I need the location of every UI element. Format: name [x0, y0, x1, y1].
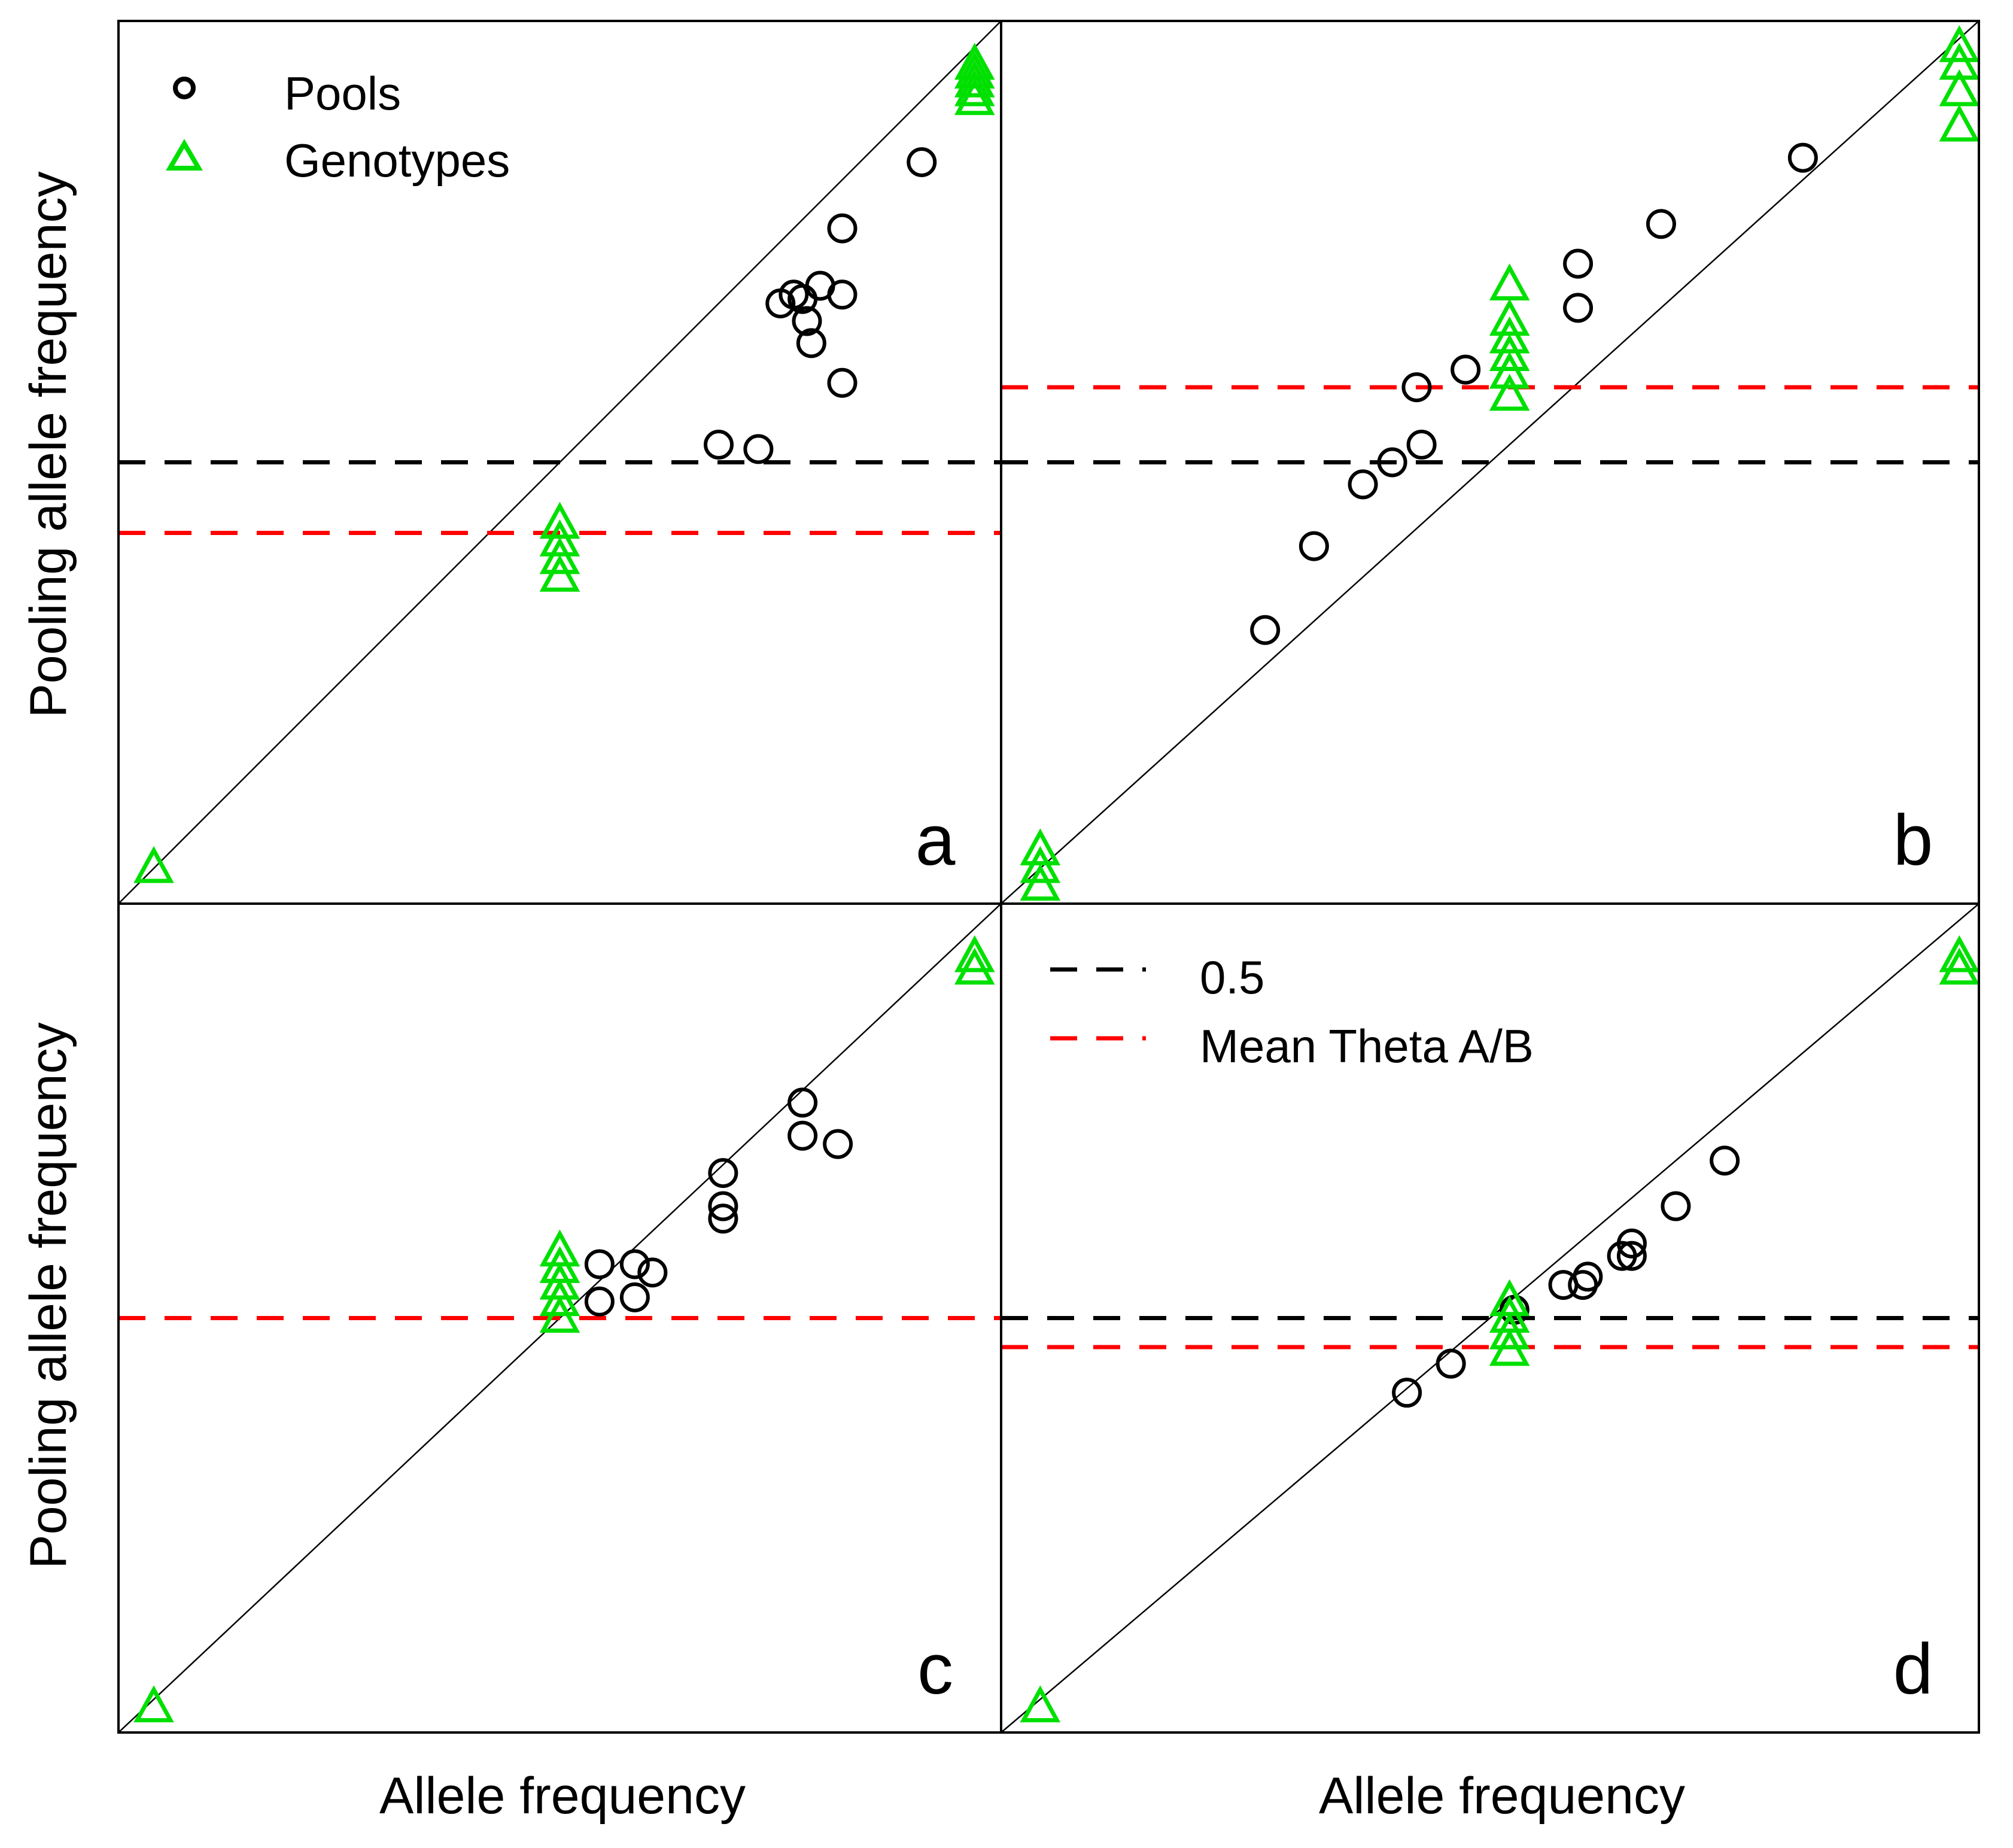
genotype-point [539, 501, 580, 539]
x-axis-label-right: Allele frequency [1319, 1767, 1685, 1825]
pool-point [619, 1282, 650, 1312]
pool-point [619, 1249, 650, 1279]
genotype-point [954, 947, 995, 985]
legend-genotypes-marker [166, 139, 203, 171]
genotype-point [1020, 828, 1061, 865]
pool-point [827, 367, 857, 398]
pool-point [708, 1203, 738, 1234]
genotype-point [1020, 864, 1061, 901]
genotype-point [954, 51, 995, 89]
pool-point [704, 430, 734, 460]
panel-frame-d [1000, 902, 1980, 1734]
pool-point [1451, 354, 1481, 385]
pool-point [796, 328, 826, 358]
pool-point [907, 147, 937, 177]
pool-point [708, 1191, 738, 1221]
pool-point [1661, 1191, 1691, 1221]
panel-label-d: d [1893, 1629, 1933, 1709]
pool-point [637, 1257, 668, 1288]
pool-point [1250, 615, 1281, 645]
pool-point [1436, 1348, 1466, 1379]
panel-d: d [1000, 902, 1980, 1734]
legend-bottom: 0.5 Mean Theta A/B [1050, 951, 1534, 1072]
pool-point [1406, 430, 1437, 460]
pool-point [1392, 1378, 1422, 1408]
pool-point [1616, 1228, 1647, 1259]
pool-point [823, 1129, 853, 1159]
genotype-point [1939, 42, 1980, 80]
pool-point [1563, 248, 1594, 279]
pool-point [827, 279, 857, 310]
genotype-point [1489, 263, 1530, 300]
genotype-point [539, 519, 580, 557]
genotype-point [954, 42, 995, 80]
genotype-point [1489, 316, 1530, 354]
pool-point [827, 213, 857, 244]
legend-pools-label: Pools [284, 67, 401, 120]
legend-pools-marker [173, 77, 196, 99]
panels: a b c d [117, 20, 1980, 1734]
genotype-point [954, 935, 995, 972]
pool-point [1646, 209, 1676, 239]
panel-label-b: b [1893, 800, 1933, 880]
legend-genotypes-label: Genotypes [284, 134, 510, 187]
genotype-point [1939, 104, 1980, 142]
y-axis-label-top: Pooling allele frequency [20, 171, 77, 718]
pool-point [792, 306, 822, 336]
genotype-point [539, 537, 580, 575]
identity-line-d [1001, 903, 1979, 1733]
pool-point [743, 434, 774, 464]
genotype-point [1020, 846, 1061, 883]
pool-point [787, 1087, 818, 1118]
genotype-point [1939, 25, 1980, 62]
genotype-point [133, 846, 174, 883]
genotype-point [539, 554, 580, 592]
pool-point [1348, 469, 1378, 500]
genotype-point [1939, 69, 1980, 107]
legend-top: Pools Genotypes [166, 67, 510, 187]
genotype-point [954, 78, 995, 116]
pool-point [1401, 372, 1432, 403]
legend-half-label: 0.5 [1200, 951, 1264, 1004]
genotype-point [1489, 1279, 1530, 1317]
genotype-point [133, 1685, 174, 1722]
panel-label-c: c [917, 1629, 953, 1709]
genotype-point [1020, 1685, 1061, 1722]
pool-point [1710, 1145, 1740, 1176]
pool-point [1573, 1262, 1603, 1292]
genotype-point [954, 60, 995, 98]
pool-point [584, 1249, 615, 1279]
identity-line-b [1001, 20, 1979, 904]
genotype-point [1489, 299, 1530, 336]
pool-point [1377, 447, 1407, 478]
pool-point [584, 1286, 615, 1317]
pool-point [779, 279, 809, 310]
genotype-point [539, 1229, 580, 1267]
pool-point [1787, 142, 1818, 173]
x-axis-label-left: Allele frequency [379, 1767, 746, 1825]
genotype-point [1939, 935, 1980, 972]
pool-point [1563, 293, 1594, 323]
genotype-point [954, 69, 995, 107]
pool-point [1299, 531, 1329, 561]
panel-label-a: a [916, 800, 956, 880]
pool-point [708, 1158, 738, 1189]
genotype-point [1489, 373, 1530, 411]
pool-point [787, 1120, 818, 1151]
y-axis-label-bottom: Pooling allele frequency [20, 1022, 77, 1569]
genotype-point [1489, 351, 1530, 389]
genotype-point [1489, 334, 1530, 371]
genotype-point [1939, 947, 1980, 985]
legend-mean-theta-label: Mean Theta A/B [1200, 1020, 1534, 1072]
pool-point [1616, 1241, 1647, 1271]
